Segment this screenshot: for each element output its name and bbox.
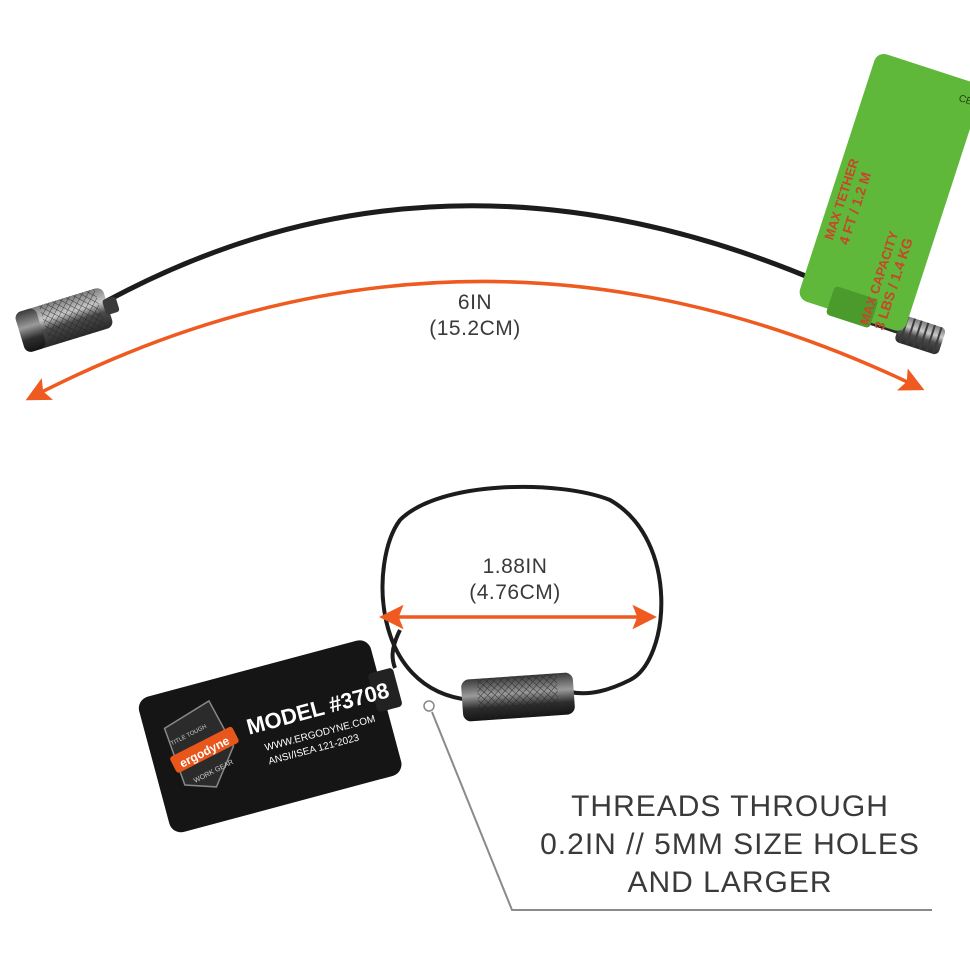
right-threaded-end [863, 309, 946, 355]
green-warning-tag: MAX TETHER 4 FT / 1.2 M MAX CAPACITY 3 L… [799, 53, 970, 332]
top-dimension-cm: (15.2CM) [429, 317, 521, 340]
callout-leader [423, 700, 932, 911]
loop-dimension-label: 1.88IN (4.76CM) [450, 554, 580, 606]
loop-cable [380, 484, 664, 702]
top-dimension-inches: 6IN [457, 291, 493, 314]
threads-callout: THREADS THROUGH 0.2IN // 5MM SIZE HOLES … [500, 788, 960, 902]
black-model-tag: ergodyne WORK GEAR TITLE TOUGH MODEL #37… [138, 640, 402, 833]
callout-line-2: 0.2IN // 5MM SIZE HOLES [540, 828, 920, 861]
loop-tether: ergodyne WORK GEAR TITLE TOUGH MODEL #37… [138, 484, 932, 911]
callout-line-1: THREADS THROUGH [571, 790, 889, 823]
green-tag-ce-mark: CE [957, 93, 970, 108]
top-cable [102, 203, 823, 305]
loop-barrel-connector [461, 672, 575, 722]
left-barrel-connector [15, 288, 120, 352]
loop-dimension-cm: (4.76CM) [469, 581, 561, 604]
loop-dimension-inches: 1.88IN [482, 555, 548, 578]
ergodyne-logo: ergodyne WORK GEAR TITLE TOUGH [163, 699, 239, 788]
callout-line-3: AND LARGER [627, 866, 833, 899]
top-dimension-arrow [25, 279, 925, 401]
top-tether: MAX TETHER 4 FT / 1.2 M MAX CAPACITY 3 L… [15, 53, 970, 401]
top-dimension-label: 6IN (15.2CM) [410, 290, 540, 342]
